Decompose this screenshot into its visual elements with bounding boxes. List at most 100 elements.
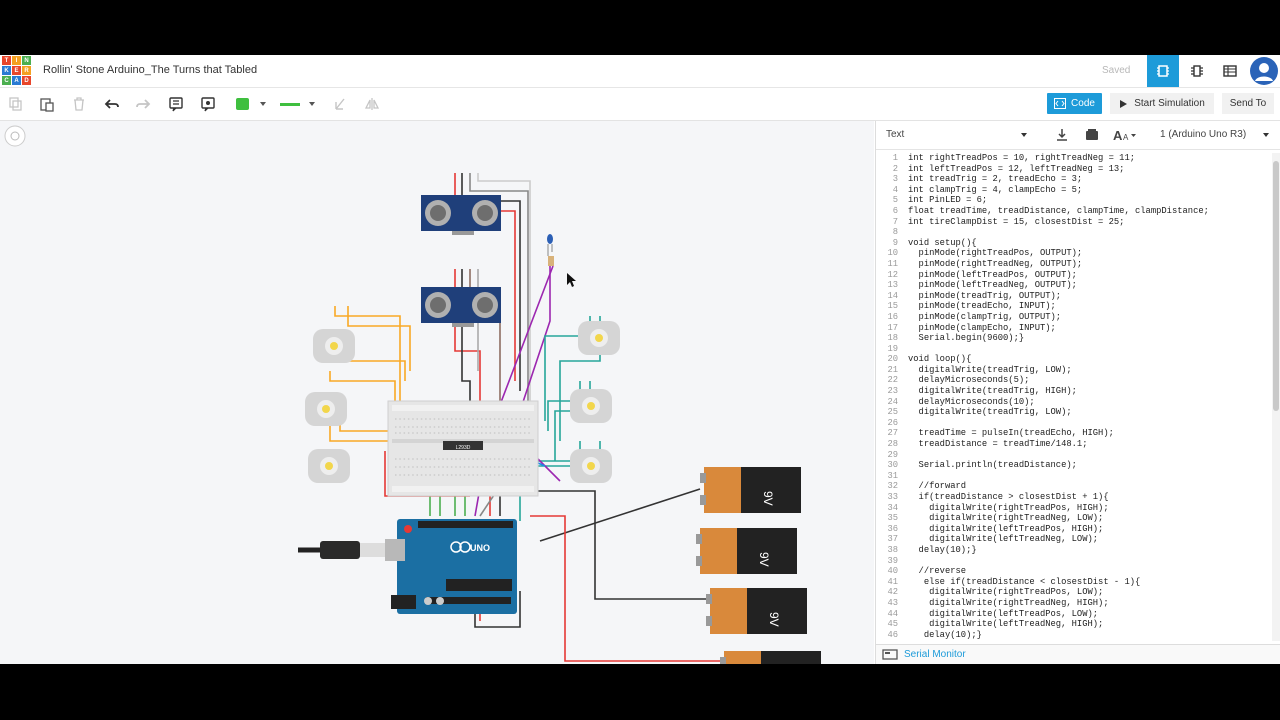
send-to-button[interactable]: Send To: [1222, 93, 1274, 114]
delete-button[interactable]: [68, 94, 90, 114]
code-line[interactable]: 23 digitalWrite(treadTrig, HIGH);: [876, 386, 1272, 397]
fit-view-icon[interactable]: [4, 125, 26, 147]
code-button[interactable]: Code: [1047, 93, 1102, 114]
code-line[interactable]: 19: [876, 344, 1272, 355]
line-number: 19: [887, 343, 898, 354]
start-simulation-button[interactable]: Start Simulation: [1110, 93, 1214, 114]
serial-monitor-toggle[interactable]: Serial Monitor: [876, 644, 1280, 664]
code-line[interactable]: 17 pinMode(clampEcho, INPUT);: [876, 323, 1272, 334]
code-line[interactable]: 16 pinMode(clampTrig, OUTPUT);: [876, 312, 1272, 323]
code-line[interactable]: 30 Serial.println(treadDistance);: [876, 460, 1272, 471]
line-number: 28: [887, 439, 898, 450]
code-line[interactable]: 14 pinMode(treadTrig, OUTPUT);: [876, 291, 1272, 302]
code-line[interactable]: 29: [876, 450, 1272, 461]
logo-tile: K: [2, 66, 11, 75]
code-line[interactable]: 10 pinMode(rightTreadPos, OUTPUT);: [876, 248, 1272, 259]
code-line[interactable]: 32 //forward: [876, 481, 1272, 492]
code-line[interactable]: 37 digitalWrite(leftTreadNeg, LOW);: [876, 534, 1272, 545]
battery-9v[interactable]: 9V: [696, 528, 797, 574]
start-simulation-label: Start Simulation: [1134, 98, 1205, 109]
flip-button[interactable]: [361, 94, 383, 114]
board-select[interactable]: 1 (Arduino Uno R3): [1156, 125, 1274, 144]
code-mode-select[interactable]: Text: [882, 125, 1032, 144]
code-line[interactable]: 43 digitalWrite(rightTreadNeg, HIGH);: [876, 598, 1272, 609]
code-text: digitalWrite(rightTreadPos, LOW);: [908, 587, 1104, 598]
code-line[interactable]: 45 digitalWrite(leftTreadNeg, HIGH);: [876, 619, 1272, 630]
code-line[interactable]: 36 digitalWrite(leftTreadPos, HIGH);: [876, 524, 1272, 535]
led[interactable]: [547, 234, 554, 266]
dc-motor[interactable]: [313, 329, 355, 363]
code-line[interactable]: 18 Serial.begin(9600);}: [876, 333, 1272, 344]
wire-style-picker[interactable]: [278, 94, 318, 114]
circuit-view-button[interactable]: [1147, 55, 1179, 87]
battery-9v[interactable]: 9V: [706, 588, 807, 634]
view-notes-button[interactable]: [197, 94, 219, 114]
code-line[interactable]: 8: [876, 227, 1272, 238]
wire-color-picker[interactable]: [233, 94, 269, 114]
code-line[interactable]: 22 delayMicroseconds(5);: [876, 375, 1272, 386]
code-text: int PinLED = 6;: [908, 195, 988, 206]
arduino-uno[interactable]: UNO: [385, 519, 517, 614]
paste-button[interactable]: [36, 94, 58, 114]
code-line[interactable]: 31: [876, 471, 1272, 482]
code-line[interactable]: 38 delay(10);}: [876, 545, 1272, 556]
user-avatar[interactable]: [1248, 55, 1280, 87]
code-line[interactable]: 11 pinMode(rightTreadNeg, OUTPUT);: [876, 259, 1272, 270]
code-line[interactable]: 15 pinMode(treadEcho, INPUT);: [876, 301, 1272, 312]
schematic-view-button[interactable]: [1181, 55, 1213, 87]
line-number: 24: [887, 396, 898, 407]
redo-button[interactable]: [132, 94, 154, 114]
circuit-canvas[interactable]: L293D UNO: [0, 121, 874, 664]
dc-motor[interactable]: [570, 449, 612, 483]
code-line[interactable]: 25 digitalWrite(treadTrig, LOW);: [876, 407, 1272, 418]
rotate-button[interactable]: [329, 94, 351, 114]
notes-button[interactable]: [165, 94, 187, 114]
code-line[interactable]: 41 else if(treadDistance < closestDist -…: [876, 577, 1272, 588]
line-number: 32: [887, 481, 898, 492]
component-list-button[interactable]: [1214, 55, 1246, 87]
code-line[interactable]: 28 treadDistance = treadTime/148.1;: [876, 439, 1272, 450]
code-line[interactable]: 26: [876, 418, 1272, 429]
ultrasonic-sensor-bottom[interactable]: [421, 287, 501, 327]
ultrasonic-sensor-top[interactable]: [421, 195, 501, 235]
code-line[interactable]: 13 pinMode(leftTreadNeg, OUTPUT);: [876, 280, 1272, 291]
code-line[interactable]: 24 delayMicroseconds(10);: [876, 397, 1272, 408]
code-line[interactable]: 35 digitalWrite(rightTreadNeg, LOW);: [876, 513, 1272, 524]
code-line[interactable]: 27 treadTime = pulseIn(treadEcho, HIGH);: [876, 428, 1272, 439]
copy-button[interactable]: [5, 94, 27, 114]
undo-button[interactable]: [101, 94, 123, 114]
tinkercad-logo[interactable]: T I N K E R C A D: [2, 56, 31, 86]
code-line[interactable]: 40 //reverse: [876, 566, 1272, 577]
dc-motor[interactable]: [308, 449, 350, 483]
code-line[interactable]: 34 digitalWrite(rightTreadPos, HIGH);: [876, 503, 1272, 514]
editor-scrollbar[interactable]: [1272, 153, 1280, 641]
battery-9v[interactable]: [720, 651, 821, 664]
dc-motor[interactable]: [570, 389, 612, 423]
download-button[interactable]: [1054, 127, 1070, 148]
code-line[interactable]: 46 delay(10);}: [876, 630, 1272, 641]
code-line[interactable]: 21 digitalWrite(treadTrig, LOW);: [876, 365, 1272, 376]
code-line[interactable]: 44 digitalWrite(leftTreadPos, LOW);: [876, 609, 1272, 620]
code-line[interactable]: 12 pinMode(leftTreadPos, OUTPUT);: [876, 270, 1272, 281]
scrollbar-thumb[interactable]: [1273, 161, 1279, 411]
code-line[interactable]: 39: [876, 556, 1272, 567]
code-line[interactable]: 42 digitalWrite(rightTreadPos, LOW);: [876, 587, 1272, 598]
dc-motor[interactable]: [578, 321, 620, 355]
dc-motor[interactable]: [305, 392, 347, 426]
design-title[interactable]: Rollin' Stone Arduino_The Turns that Tab…: [43, 64, 258, 76]
library-button[interactable]: [1084, 127, 1100, 148]
code-line[interactable]: 33 if(treadDistance > closestDist + 1){: [876, 492, 1272, 503]
battery-9v[interactable]: 9V: [700, 467, 801, 513]
breadboard[interactable]: L293D: [387, 400, 539, 497]
